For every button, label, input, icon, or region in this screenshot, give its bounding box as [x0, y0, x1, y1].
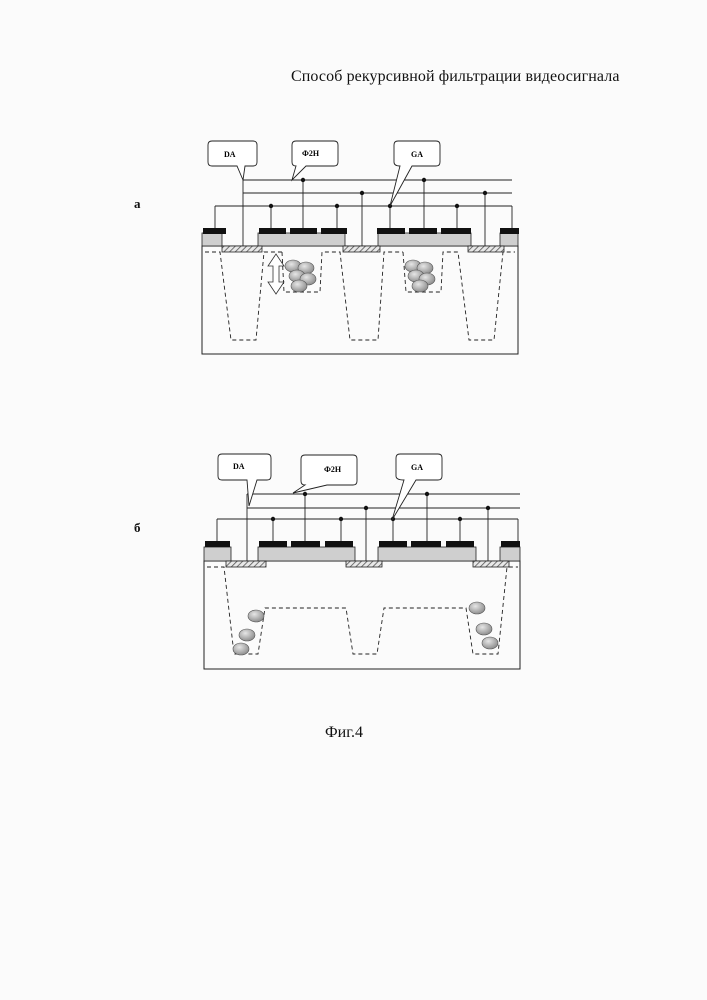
charge-packets	[233, 602, 498, 655]
callout-ga-text: GA	[411, 150, 423, 159]
diagram-panel-b: DA Ф2Н GA	[0, 440, 707, 690]
double-arrow-icon	[268, 254, 284, 294]
substrate	[202, 246, 518, 354]
gate-electrodes	[203, 228, 519, 234]
callout-da	[208, 141, 257, 180]
callout-f2h	[293, 455, 357, 493]
figure-caption: Фиг.4	[325, 724, 363, 742]
diffusion-regions	[222, 246, 504, 252]
callout-f2h	[292, 141, 338, 180]
callout-da-text: DA	[233, 462, 245, 471]
callout-da-text: DA	[224, 150, 236, 159]
oxide-layer	[202, 233, 518, 246]
callout-f2h-text: Ф2Н	[324, 465, 342, 474]
diffusion-regions	[226, 561, 509, 567]
potential-wells	[205, 252, 515, 340]
charge-packets	[285, 260, 435, 292]
document-title: Способ рекурсивной фильтрации видеосигна…	[291, 68, 620, 86]
gate-electrodes	[205, 541, 520, 547]
oxide-layer	[204, 547, 520, 561]
callout-f2h-text: Ф2Н	[302, 149, 320, 158]
junction-dots	[271, 492, 490, 521]
callout-ga-text: GA	[411, 463, 423, 472]
